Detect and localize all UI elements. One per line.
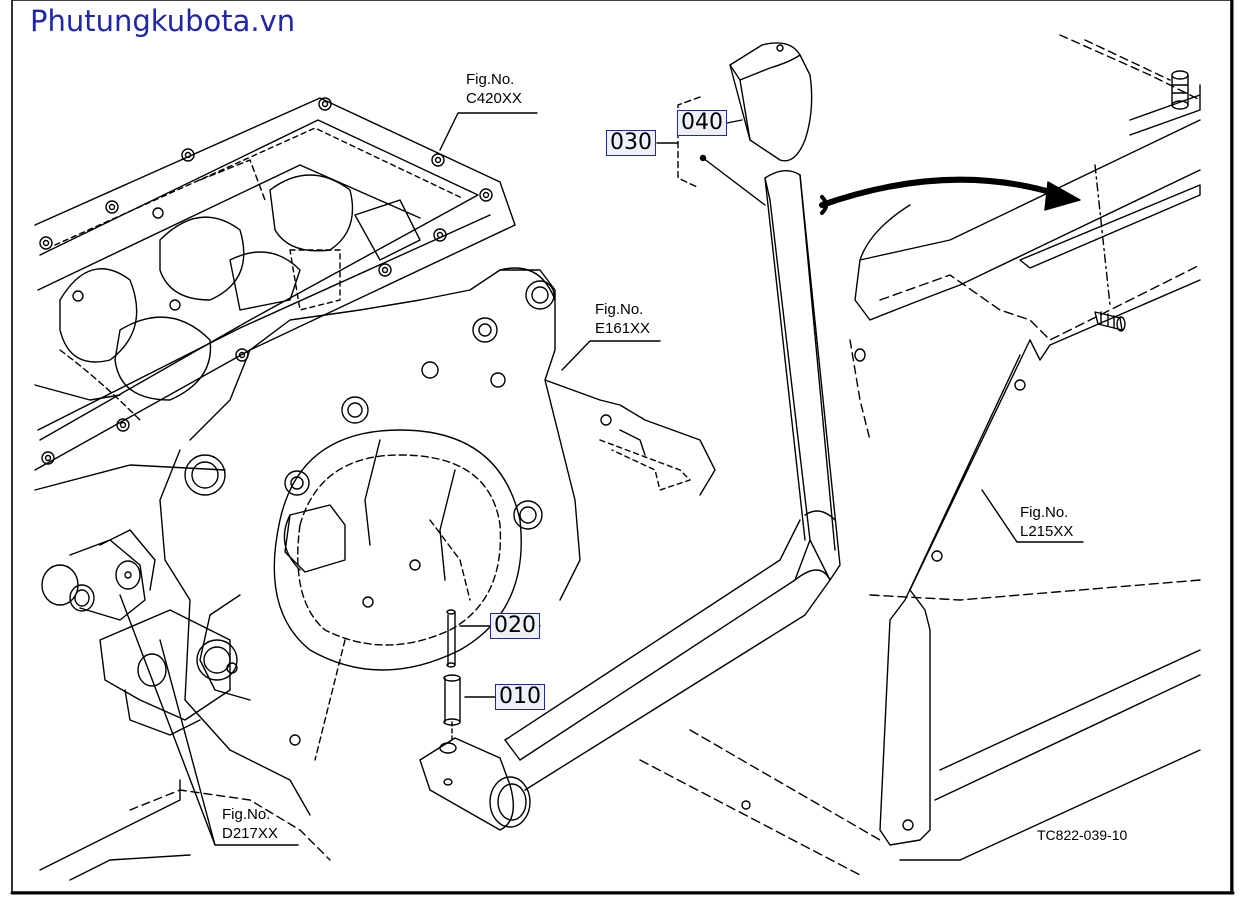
- part-label-030[interactable]: 030: [606, 130, 656, 156]
- lever-assembly: [419, 42, 841, 831]
- pin-part-020: [447, 611, 456, 666]
- drawing-code: TC822-039-10: [1037, 827, 1128, 843]
- figure-ref-code: L215XX: [1020, 523, 1074, 540]
- fender-panel: [639, 34, 1201, 876]
- figure-ref-code: E161XX: [595, 320, 651, 337]
- figure-ref-leaders: [119, 112, 1084, 846]
- part-label-020[interactable]: 020: [490, 613, 540, 639]
- transmission-housing: [39, 267, 716, 881]
- site-watermark: Phutungkubota.vn: [30, 4, 296, 38]
- engine-block: [34, 97, 516, 491]
- figure-ref-label: Fig.No.: [466, 71, 515, 88]
- lever-grip-part-040: [729, 42, 813, 162]
- left-shaft-assembly: [41, 529, 231, 736]
- figure-ref-l215: Fig.No. L215XX: [1020, 503, 1073, 541]
- part-label-040[interactable]: 040: [677, 110, 727, 136]
- spring-pin-part-010: [444, 677, 461, 723]
- figure-ref-d217: Fig.No. D217XX: [222, 805, 278, 843]
- figure-ref-label: Fig.No.: [1020, 504, 1069, 521]
- figure-ref-label: Fig.No.: [222, 806, 271, 823]
- figure-ref-code: D217XX: [222, 825, 278, 842]
- lever-arm-part-030: [764, 170, 841, 581]
- lever-boss: [419, 737, 514, 831]
- figure-ref-c420: Fig.No. C420XX: [466, 70, 522, 108]
- figure-ref-code: C420XX: [466, 90, 522, 107]
- assembly-arrow: [819, 176, 1081, 215]
- part-label-010[interactable]: 010: [495, 684, 545, 710]
- figure-ref-label: Fig.No.: [595, 301, 644, 318]
- figure-ref-e161: Fig.No. E161XX: [595, 300, 650, 338]
